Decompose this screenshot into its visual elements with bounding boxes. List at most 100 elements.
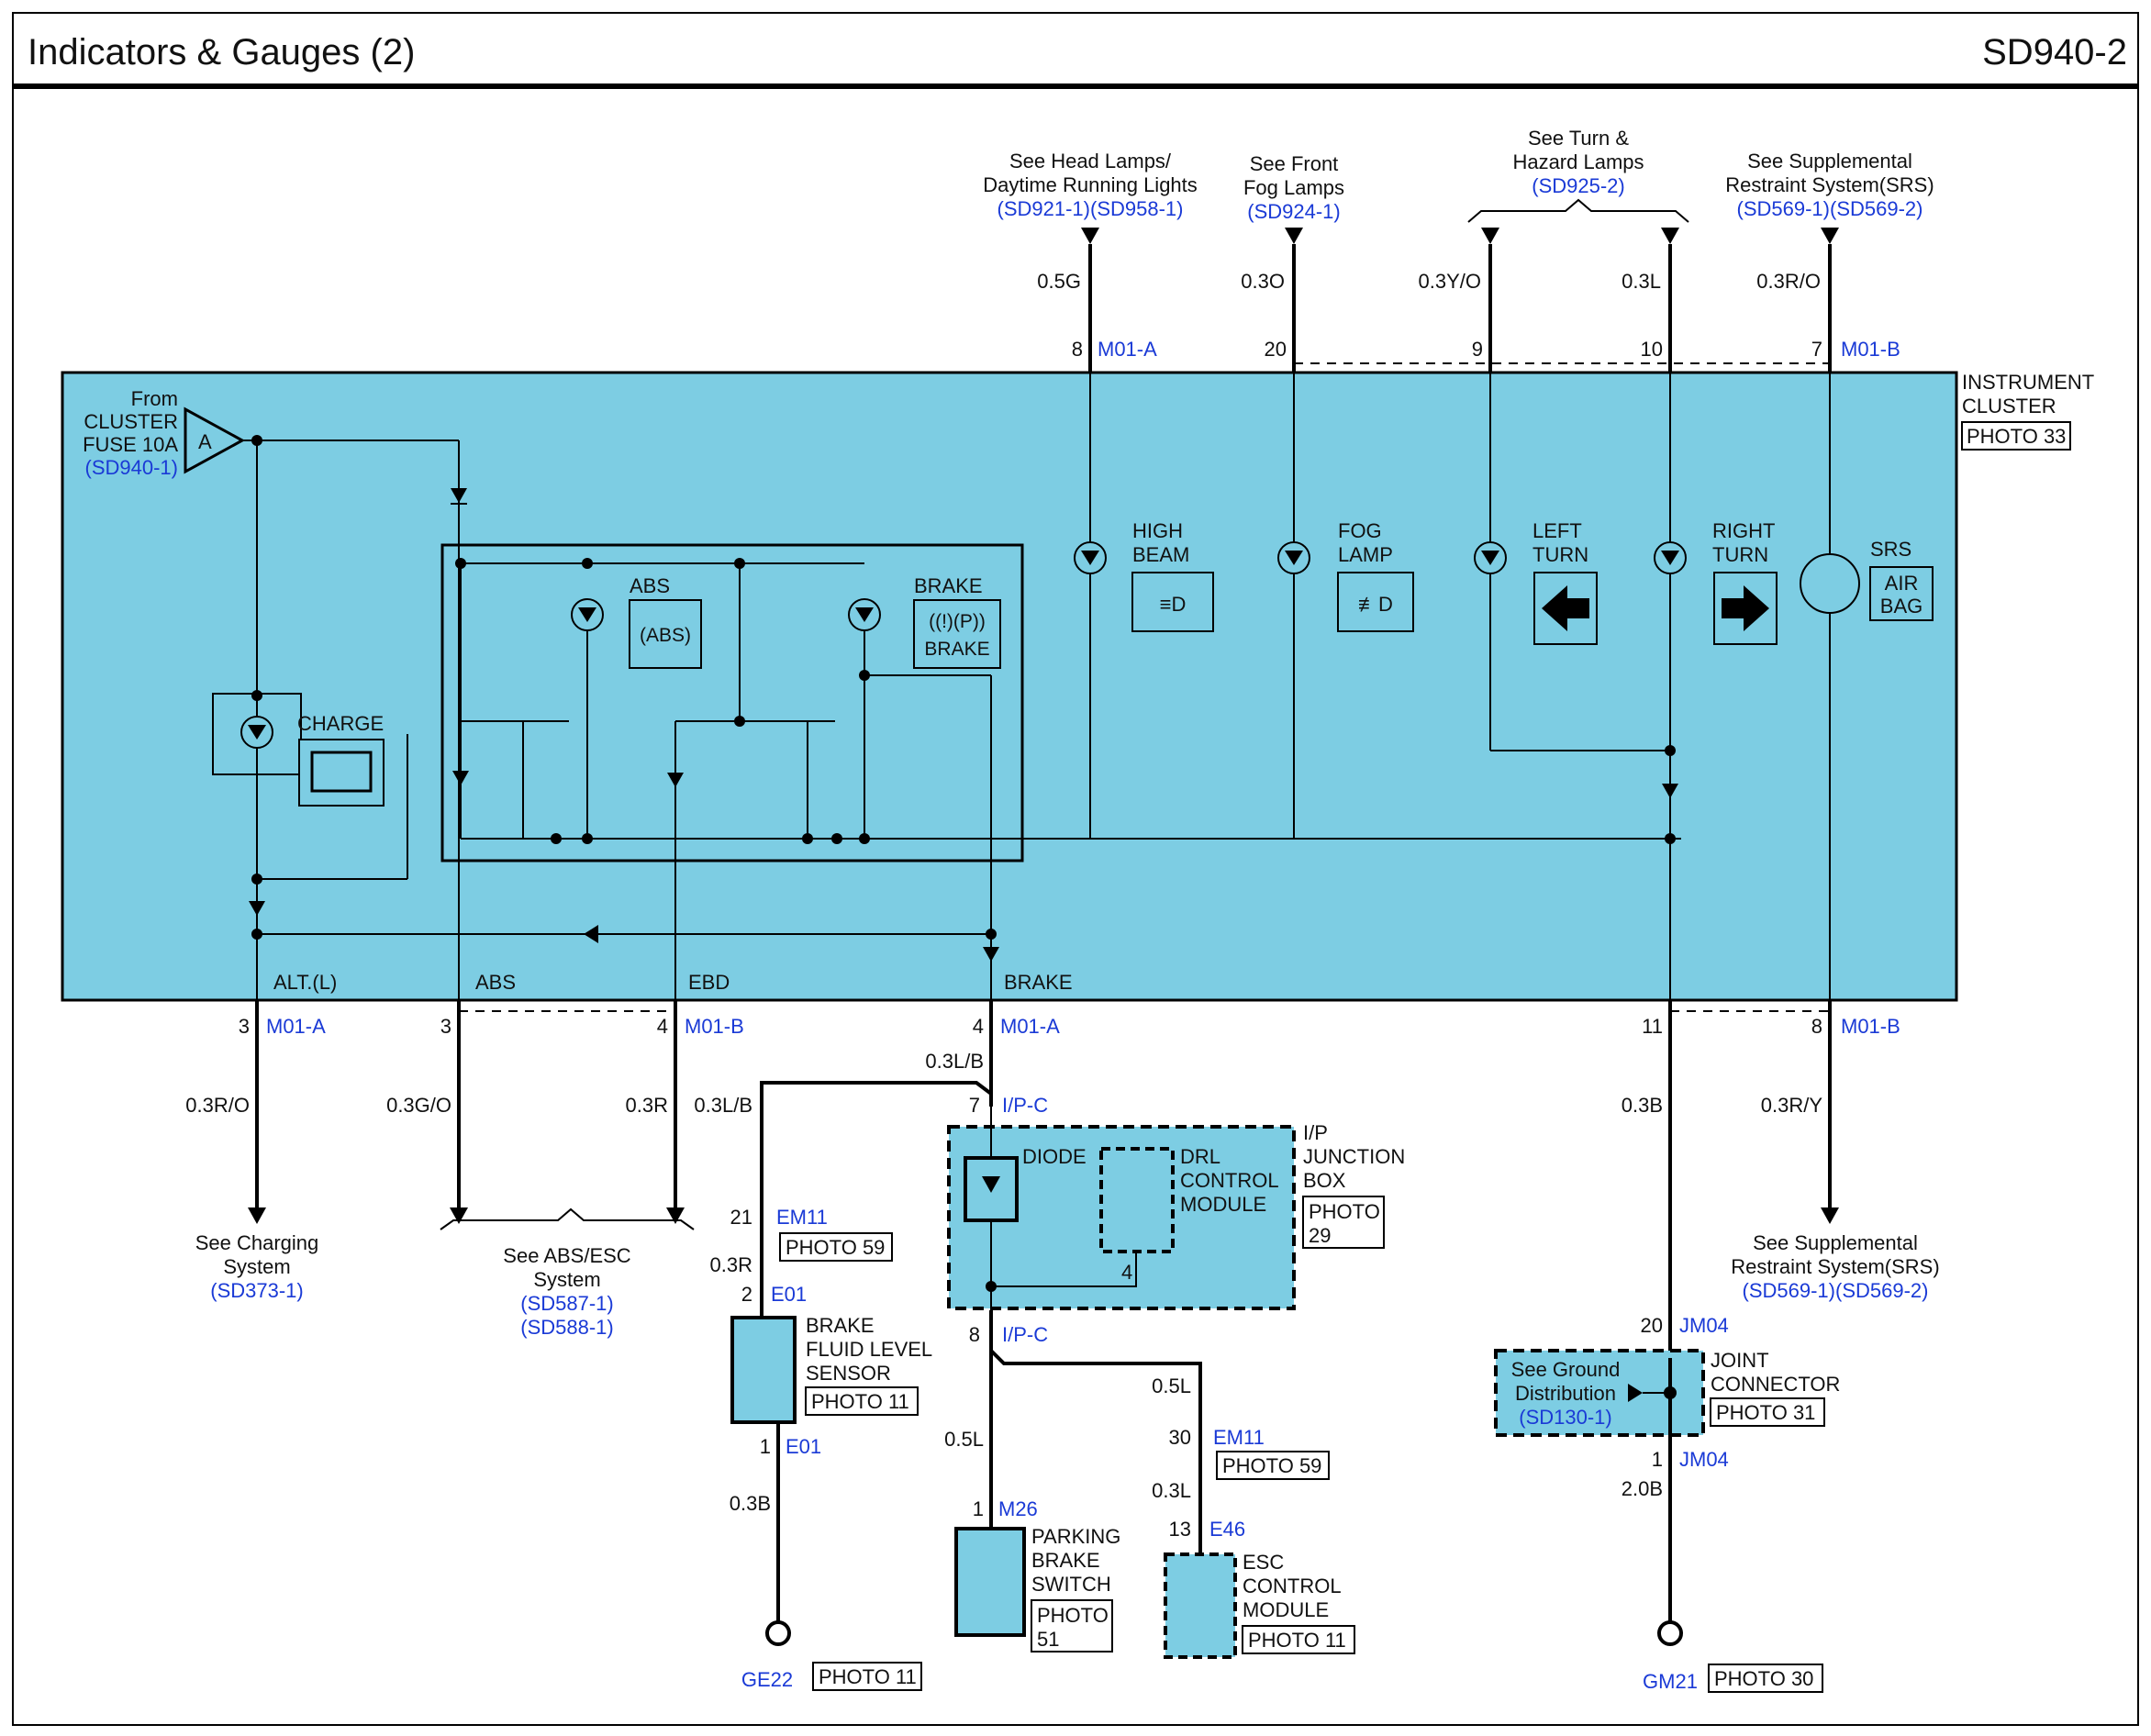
high-beam-label-2: BEAM xyxy=(1132,543,1189,566)
wire xyxy=(989,1310,1202,1576)
jc-ground-1: See Ground xyxy=(1511,1358,1621,1381)
pk-label-1: PARKING xyxy=(1031,1525,1120,1548)
jb-photo-1: PHOTO xyxy=(1309,1200,1380,1223)
jb-drl-pin: 4 xyxy=(1121,1261,1132,1284)
fuse-triangle-icon xyxy=(184,406,246,474)
high-beam-icon: ≡D xyxy=(1160,593,1187,616)
esc-photo11: PHOTO 11 xyxy=(1248,1629,1346,1652)
junction-dot xyxy=(802,833,813,844)
junction-dot xyxy=(251,690,262,701)
svg-text:(SD588-1): (SD588-1) xyxy=(520,1316,613,1339)
diode-icon xyxy=(451,488,467,503)
svg-text:Daytime Running Lights: Daytime Running Lights xyxy=(983,173,1198,196)
jc-pin20: 20 xyxy=(1641,1314,1663,1337)
ground-ge22: GE22 xyxy=(741,1668,793,1691)
ground-gm21-photo: PHOTO 30 xyxy=(1714,1667,1813,1690)
wire-bot-8: 0.3R/Y xyxy=(1761,1094,1823,1117)
diode-icon xyxy=(982,1176,1000,1193)
esc-photo59-box xyxy=(1216,1451,1330,1480)
ref-abs-esc: See ABS/ESC System (SD587-1) (SD588-1) xyxy=(503,1244,631,1339)
abs-symbol-text: (ABS) xyxy=(640,625,691,646)
jc-ground-ref: (SD130-1) xyxy=(1519,1406,1611,1429)
wire-bot-brake: 0.3L/B xyxy=(925,1050,984,1073)
jb-photo-2: 29 xyxy=(1309,1224,1331,1247)
jb-photo-box xyxy=(1302,1196,1385,1249)
jb-pin8: 8 xyxy=(969,1323,980,1346)
bf-pin21: 21 xyxy=(730,1206,752,1229)
bf-label-2: FLUID LEVEL xyxy=(806,1338,932,1361)
svg-text:(SD373-1): (SD373-1) xyxy=(210,1279,303,1302)
bf-photo59-box xyxy=(779,1232,893,1262)
junction-dot xyxy=(859,670,870,681)
diode-icon xyxy=(1662,784,1678,798)
svg-text:Restraint System(SRS): Restraint System(SRS) xyxy=(1731,1255,1939,1278)
jb-box-2: JUNCTION xyxy=(1303,1145,1405,1168)
esc-label-2: CONTROL xyxy=(1243,1575,1342,1597)
fuse-cluster: CLUSTER xyxy=(84,410,178,433)
brake-symbol-box xyxy=(913,599,1001,669)
pin-top-7: 7 xyxy=(1811,338,1822,361)
pk-m26: M26 xyxy=(998,1497,1038,1520)
wire-bot-abs: 0.3G/O xyxy=(386,1094,451,1117)
fuse-letter: A xyxy=(198,430,212,453)
output-alt: ALT.(L) xyxy=(273,971,337,994)
wire-top-5: 0.3R/O xyxy=(1756,270,1821,293)
esc-wire-b: 0.3L xyxy=(1152,1479,1191,1502)
conn-bot-m01b-2: M01-B xyxy=(1841,1015,1900,1038)
esc-wire-a: 0.5L xyxy=(1152,1374,1191,1397)
bf-e01-bot: E01 xyxy=(786,1435,821,1458)
fuse-rating: FUSE 10A xyxy=(83,433,178,456)
left-turn-led-icon xyxy=(1481,551,1499,565)
esc-photo59: PHOTO 59 xyxy=(1222,1454,1321,1477)
junction-dot xyxy=(1665,745,1676,756)
conn-bot-m01b-1: M01-B xyxy=(685,1015,744,1038)
pin-top-20: 20 xyxy=(1265,338,1287,361)
esc-label-3: MODULE xyxy=(1243,1598,1329,1621)
esc-pin13: 13 xyxy=(1169,1518,1191,1541)
pin-bot-4a: 4 xyxy=(973,1015,984,1038)
junction-dot xyxy=(582,833,593,844)
bf-photo11-box xyxy=(805,1386,919,1416)
fog-icon: ≢D xyxy=(1358,593,1393,616)
svg-text:See Head Lamps/: See Head Lamps/ xyxy=(1009,150,1172,172)
ref-charging: See Charging System (SD373-1) xyxy=(195,1231,319,1302)
bf-label-1: BRAKE xyxy=(806,1314,875,1337)
svg-text:(SD569-1)(SD569-2): (SD569-1)(SD569-2) xyxy=(1743,1279,1929,1302)
top-wires xyxy=(1081,228,1839,373)
junction-dot xyxy=(859,833,870,844)
wire-top-2: 0.3O xyxy=(1241,270,1285,293)
cluster-name-2: CLUSTER xyxy=(1962,395,2056,417)
svg-text:(SD921-1)(SD958-1): (SD921-1)(SD958-1) xyxy=(997,197,1184,220)
brake-fluid-sensor-box xyxy=(730,1316,797,1424)
ref-fog-lamps: See Front Fog Lamps (SD924-1) xyxy=(1243,152,1344,223)
svg-text:See ABS/ESC: See ABS/ESC xyxy=(503,1244,631,1267)
bf-em11: EM11 xyxy=(776,1206,828,1229)
fog-led-icon xyxy=(1285,551,1303,565)
wire-bot-11: 0.3B xyxy=(1622,1094,1663,1117)
right-turn-led-icon xyxy=(1661,551,1679,565)
pk-photo-1: PHOTO xyxy=(1037,1604,1109,1627)
wire-top-4: 0.3L xyxy=(1622,270,1661,293)
output-abs: ABS xyxy=(475,971,516,994)
bf-e01-top: E01 xyxy=(771,1283,807,1306)
jb-diode: DIODE xyxy=(1022,1145,1087,1168)
pin-bot-11: 11 xyxy=(1642,1015,1663,1038)
jb-ipc-bot: I/P-C xyxy=(1002,1323,1048,1346)
fog-symbol-box xyxy=(1337,572,1414,632)
junction-dot xyxy=(1665,833,1676,844)
esc-em11: EM11 xyxy=(1213,1426,1265,1449)
esc-label-1: ESC xyxy=(1243,1551,1284,1574)
pin-bot-4b: 4 xyxy=(657,1015,668,1038)
svg-text:See Charging: See Charging xyxy=(195,1231,319,1254)
svg-text:See Front: See Front xyxy=(1250,152,1339,175)
pin-bot-8: 8 xyxy=(1811,1015,1822,1038)
abs-led-icon xyxy=(578,607,596,622)
jc-label-1: JOINT xyxy=(1711,1349,1769,1372)
pk-label-3: SWITCH xyxy=(1031,1573,1111,1596)
jc-ground-2: Distribution xyxy=(1515,1382,1616,1405)
pk-label-2: BRAKE xyxy=(1031,1549,1100,1572)
cluster-photo: PHOTO 33 xyxy=(1967,425,2066,448)
pin-bot-3a: 3 xyxy=(239,1015,250,1038)
diode-icon xyxy=(667,773,684,787)
airbag-label-2: BAG xyxy=(1880,595,1923,618)
